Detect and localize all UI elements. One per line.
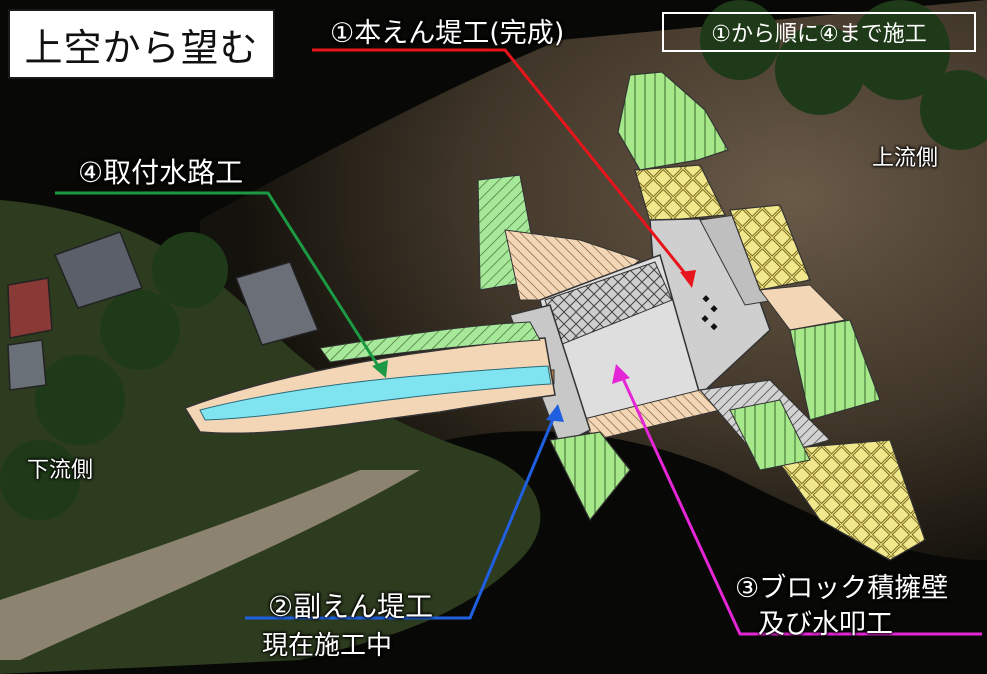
canal-arrow: [55, 191, 384, 373]
upstream-label: 上流側: [872, 146, 939, 171]
road: [0, 470, 420, 660]
sub-dam-status-label: 現在施工中: [262, 631, 393, 661]
sub-dam-arrow: [245, 411, 558, 620]
upstream-gabion: [634, 164, 726, 223]
right-soil-band: [759, 284, 847, 331]
canal-arrowhead: [372, 360, 388, 378]
view-title: 上空から望む: [8, 9, 275, 79]
right-gabion: [729, 204, 811, 291]
main-dam-arrow: [312, 48, 694, 283]
canal-left-green: [319, 321, 541, 363]
sub-dam-arrowhead: [546, 404, 564, 422]
block-wall-arrowhead: [612, 364, 630, 384]
canal-water: [199, 365, 552, 421]
pointer-arrows: [55, 48, 982, 636]
canal-label: ④取付水路工: [78, 156, 244, 189]
downstream-gabion: [768, 439, 926, 561]
construction-order-note: ①から順に④まで施工: [662, 12, 976, 52]
block-wall-arrow: [618, 371, 982, 636]
block-wall-label-line2: 及び水叩工: [758, 609, 893, 640]
sub-dam-label: ②副えん堤工: [268, 590, 434, 623]
weep-holes: [701, 295, 718, 331]
lower-left-green: [549, 431, 631, 522]
main-dam-label: ①本えん堤工(完成): [330, 18, 565, 49]
forest-canopy: [0, 0, 987, 520]
block-wall-label-line1: ③ブロック積擁壁: [735, 573, 949, 604]
main-dam-arrowhead: [680, 270, 696, 288]
lower-right-green: [729, 399, 811, 471]
downstream-label: 下流側: [27, 458, 94, 483]
right-green-slope: [789, 319, 881, 421]
upstream-green-wedge: [617, 71, 729, 171]
houses: [7, 231, 320, 391]
